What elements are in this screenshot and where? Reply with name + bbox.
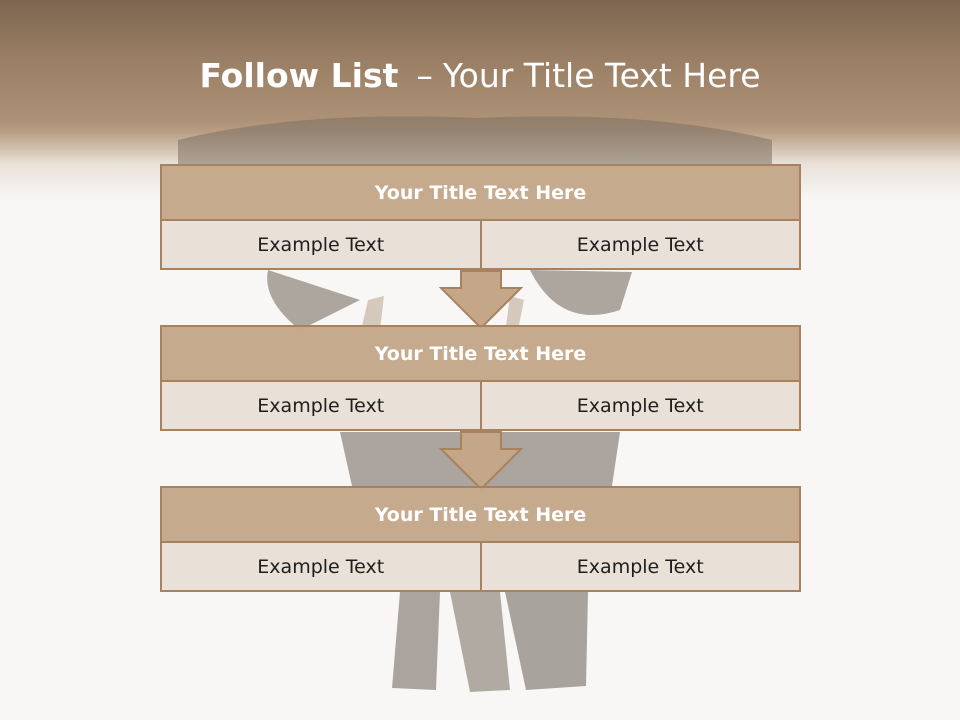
block-cell-left: Example Text: [162, 382, 480, 429]
block-title: Your Title Text Here: [160, 164, 801, 221]
down-arrow-icon: [439, 270, 523, 330]
block-cell-left: Example Text: [162, 543, 480, 590]
block-cell-right: Example Text: [479, 221, 799, 268]
block-row: Example Text Example Text: [160, 382, 801, 431]
down-arrow-icon: [439, 431, 523, 491]
slide-title: Follow List–Your Title Text Here: [0, 52, 960, 100]
block-title: Your Title Text Here: [160, 486, 801, 543]
block-row: Example Text Example Text: [160, 221, 801, 270]
title-dash: –: [416, 56, 433, 95]
list-block-1: Your Title Text Here Example Text Exampl…: [160, 164, 801, 270]
title-bold: Follow List: [199, 56, 399, 95]
block-cell-right: Example Text: [479, 543, 799, 590]
block-row: Example Text Example Text: [160, 543, 801, 592]
block-title: Your Title Text Here: [160, 325, 801, 382]
title-rest: Your Title Text Here: [442, 56, 761, 95]
list-block-3: Your Title Text Here Example Text Exampl…: [160, 486, 801, 592]
list-block-2: Your Title Text Here Example Text Exampl…: [160, 325, 801, 431]
block-cell-left: Example Text: [162, 221, 480, 268]
block-cell-right: Example Text: [479, 382, 799, 429]
